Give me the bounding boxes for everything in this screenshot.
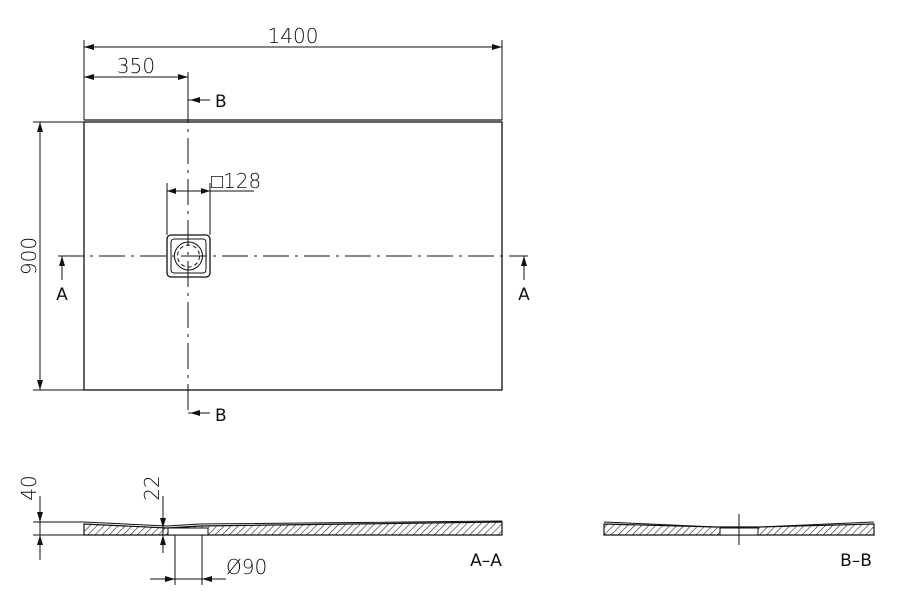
height-dimension: 900 (17, 121, 84, 391)
svg-text:B: B (215, 406, 227, 426)
drain-diameter-value: Ø90 (226, 555, 267, 579)
drain (166, 234, 211, 278)
svg-text:A: A (518, 285, 530, 305)
section-marker-b-bottom: B (188, 406, 227, 426)
drain-square-dimension: □128 (166, 169, 261, 235)
drain-depth-value: 22 (140, 475, 164, 500)
svg-text:B: B (215, 92, 227, 112)
thickness-value: 40 (17, 475, 41, 500)
width-value: 1400 (268, 24, 319, 48)
offset-dimension: 350 (84, 54, 189, 97)
thickness-dimension: 40 (17, 475, 84, 560)
offset-value: 350 (117, 54, 155, 78)
height-value: 900 (17, 237, 41, 275)
section-marker-b-top: B (188, 92, 227, 112)
section-marker-a-right: A (518, 256, 530, 305)
drain-depth-dimension: 22 (140, 475, 166, 553)
width-dimension: 1400 (83, 24, 503, 120)
section-bb-label: B–B (840, 551, 872, 571)
svg-text:A: A (56, 285, 68, 305)
plan-view: 1400 350 900 (17, 24, 530, 426)
section-marker-a-left: A (56, 256, 68, 305)
drain-diameter-dimension: Ø90 (150, 535, 267, 585)
section-aa-label: A–A (470, 551, 502, 571)
section-bb-view: B–B (603, 514, 875, 571)
section-aa-profile (83, 521, 503, 536)
drain-square-value: □128 (211, 169, 261, 193)
section-aa-view: 40 22 Ø90 A–A (17, 475, 503, 585)
